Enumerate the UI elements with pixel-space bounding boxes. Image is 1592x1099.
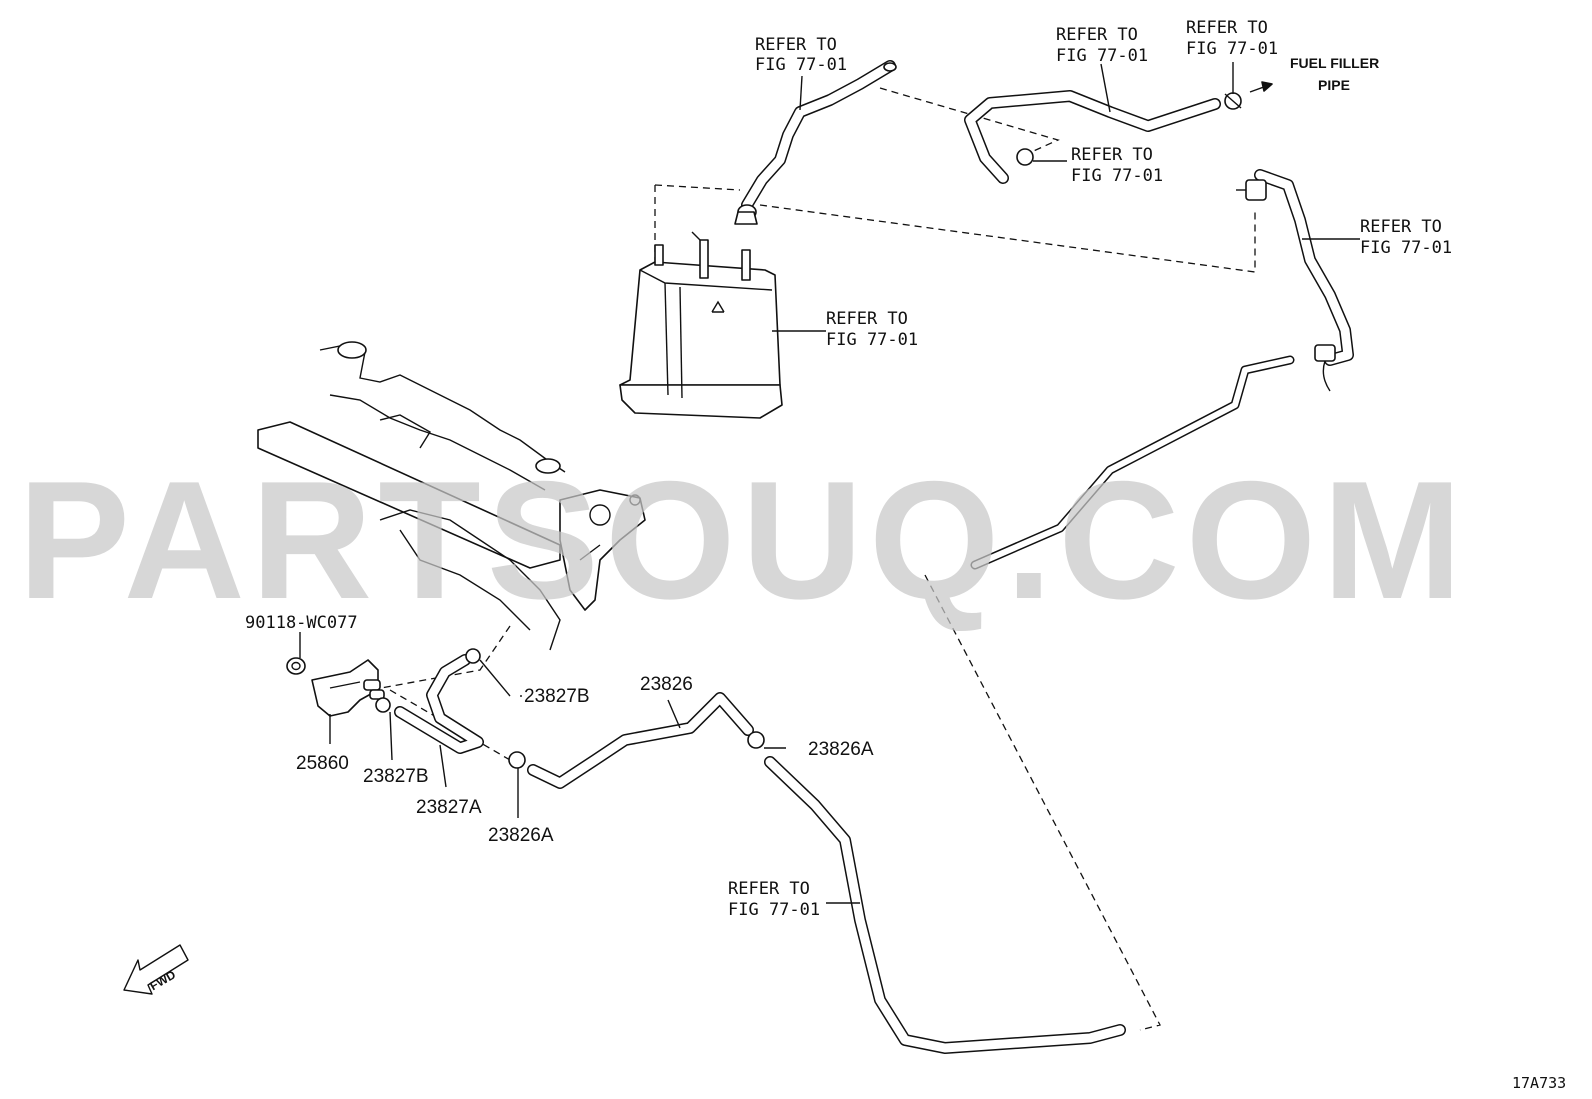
long-fuel-pipe: [970, 355, 1295, 570]
vacuum-switching-valve: [286, 657, 391, 717]
reference-labels: REFER TO FIG 77-01 REFER TO FIG 77-01 RE…: [728, 18, 1452, 920]
intake-manifold: [257, 341, 646, 651]
lower-hoses: [394, 648, 1126, 1054]
part-23826A-bottom[interactable]: 23826A: [488, 825, 554, 846]
refer-label-right-fig: FIG 77-01: [1360, 238, 1452, 258]
watermark-text: PARTSOUQ.COM: [18, 446, 1468, 634]
part-23826A-right[interactable]: 23826A: [808, 739, 874, 760]
refer-label-top-right: REFER TO: [1186, 18, 1268, 38]
refer-label-mid-clamp: REFER TO: [1071, 145, 1153, 165]
refer-label-bottom: REFER TO: [728, 879, 810, 899]
part-25860[interactable]: 25860: [296, 753, 349, 774]
part-90118-WC077[interactable]: 90118-WC077: [245, 613, 358, 633]
part-number-labels: 90118-WC077 25860 23827B 23827A 23826A 2…: [245, 613, 874, 846]
part-23827B-top[interactable]: 23827B: [524, 686, 590, 707]
fuel-filler-label: FUEL FILLER: [1290, 55, 1379, 71]
refer-label-canister-fig: FIG 77-01: [826, 330, 918, 350]
charcoal-canister: [619, 231, 783, 419]
refer-label-top-left: REFER TO: [755, 35, 837, 55]
refer-label-mid-clamp-fig: FIG 77-01: [1071, 166, 1163, 186]
fuel-filler-hose: [964, 81, 1273, 184]
figure-code: 17A733: [1512, 1074, 1566, 1092]
refer-label-bottom-fig: FIG 77-01: [728, 900, 820, 920]
right-vertical-hose: [1236, 169, 1354, 392]
refer-label-right: REFER TO: [1360, 217, 1442, 237]
leader-lines: [299, 62, 1360, 904]
forward-direction-arrow: FWD: [123, 944, 189, 995]
part-23827B-bottom[interactable]: 23827B: [363, 766, 429, 787]
refer-label-top-mid-fig: FIG 77-01: [1056, 46, 1148, 66]
refer-label-top-left-fig: FIG 77-01: [755, 55, 847, 75]
dashed-connection-lines: [369, 87, 1256, 1031]
part-23826[interactable]: 23826: [640, 674, 693, 695]
refer-label-top-mid: REFER TO: [1056, 25, 1138, 45]
refer-label-top-right-fig: FIG 77-01: [1186, 39, 1278, 59]
canister-upper-hose: [734, 60, 897, 225]
part-23827A[interactable]: 23827A: [416, 797, 482, 818]
fuel-filler-label-pipe: PIPE: [1318, 77, 1350, 93]
refer-label-canister: REFER TO: [826, 309, 908, 329]
